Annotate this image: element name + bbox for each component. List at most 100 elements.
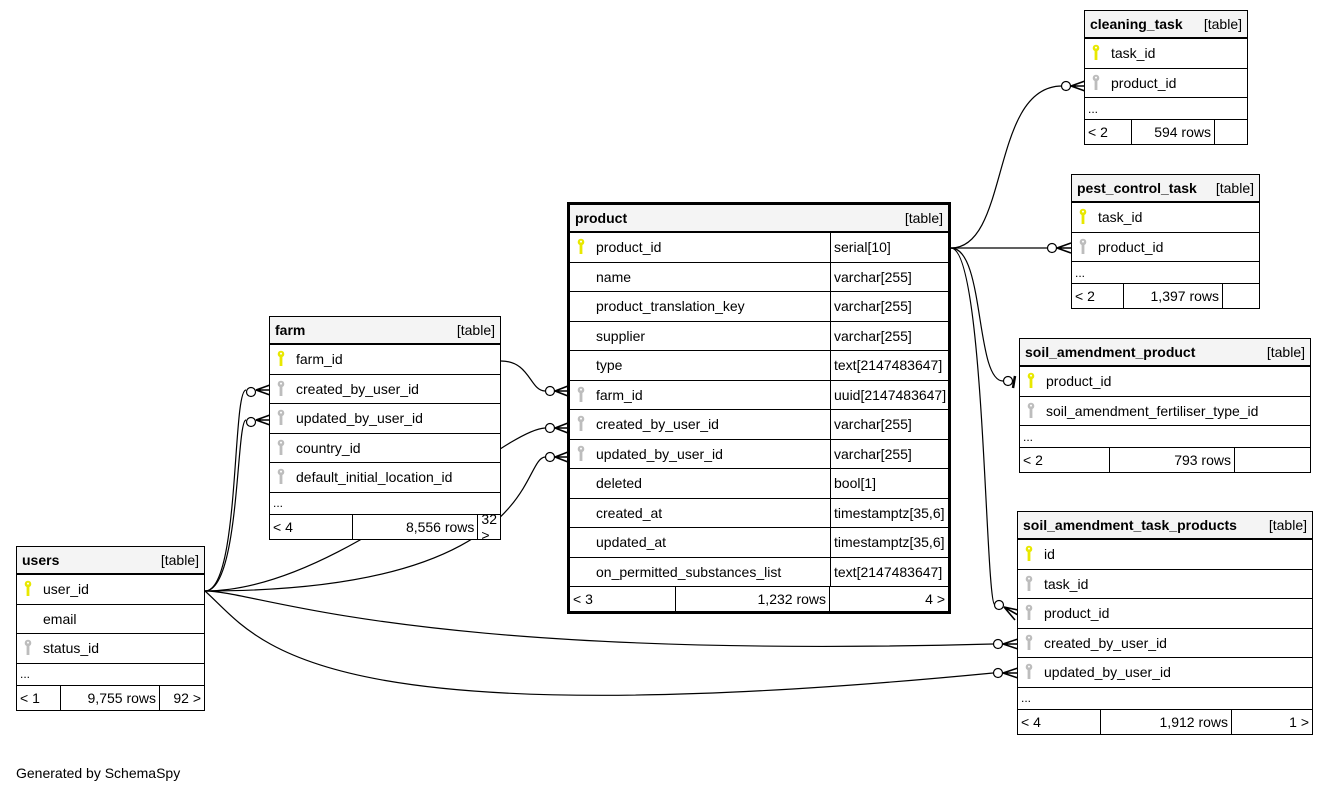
column-row[interactable]: email — [17, 605, 204, 634]
column-name[interactable]: product_id — [596, 239, 662, 256]
table-pest-control-task[interactable]: pest_control_task[table] task_id product_i… — [1071, 174, 1260, 309]
parents-count[interactable]: < 4 — [273, 518, 293, 535]
column-row[interactable]: product_id — [1018, 599, 1312, 629]
column-row[interactable]: updated_by_user_id — [270, 404, 500, 434]
table-header[interactable]: cleaning_task[table] — [1085, 11, 1247, 39]
column-row[interactable]: created_by_user_id — [270, 375, 500, 404]
column-name[interactable]: product_id — [1044, 605, 1110, 622]
column-name[interactable]: created_at — [596, 504, 663, 521]
column-name[interactable]: updated_at — [596, 534, 667, 551]
column-name[interactable]: type — [596, 357, 623, 374]
parents-count[interactable]: < 2 — [1088, 124, 1108, 140]
column-name[interactable]: product_translation_key — [596, 298, 745, 315]
table-name[interactable]: pest_control_task — [1077, 180, 1197, 196]
column-row[interactable]: product_id — [1085, 69, 1247, 98]
column-cell: farm_id — [270, 345, 500, 374]
column-name[interactable]: product_id — [1046, 373, 1112, 390]
column-name[interactable]: farm_id — [296, 351, 343, 368]
column-cell: task_id — [1085, 39, 1247, 68]
column-row[interactable]: task_id — [1085, 39, 1247, 69]
column-name[interactable]: deleted — [596, 475, 642, 492]
table-header[interactable]: product [table] — [570, 205, 948, 233]
table-name[interactable]: soil_amendment_task_products — [1023, 517, 1237, 533]
table-name[interactable]: product — [575, 210, 628, 226]
column-name[interactable]: on_permitted_substances_list — [596, 563, 782, 580]
column-name[interactable]: farm_id — [596, 386, 643, 403]
children-count[interactable] — [1215, 120, 1247, 144]
column-name[interactable]: soil_amendment_fertiliser_type_id — [1046, 402, 1259, 419]
column-row[interactable]: task_id — [1018, 570, 1312, 599]
column-name[interactable]: created_by_user_id — [296, 380, 419, 397]
column-name[interactable]: product_id — [1098, 238, 1164, 255]
table-name[interactable]: farm — [275, 322, 306, 338]
column-name[interactable]: task_id — [1111, 45, 1156, 62]
parents-count[interactable]: < 1 — [20, 689, 40, 706]
column-row[interactable]: created_by_user_id — [1018, 629, 1312, 658]
table-header[interactable]: soil_amendment_product[table] — [1020, 339, 1310, 367]
children-count[interactable]: 1 > — [1289, 713, 1309, 730]
column-name[interactable]: updated_by_user_id — [1044, 664, 1171, 681]
column-row[interactable]: updated_by_user_id — [1018, 658, 1312, 688]
column-row[interactable]: task_id — [1072, 203, 1259, 233]
column-row[interactable]: user_id — [17, 575, 204, 605]
column-name[interactable]: id — [1044, 546, 1055, 563]
children-count[interactable]: 92 > — [173, 689, 201, 706]
column-name[interactable]: status_id — [43, 640, 100, 657]
parents-count[interactable]: < 2 — [1075, 288, 1095, 304]
parents-count[interactable]: < 3 — [573, 591, 593, 607]
column-name[interactable]: default_initial_location_id — [296, 469, 453, 486]
column-name[interactable]: created_by_user_id — [596, 416, 719, 433]
children-count[interactable] — [1223, 284, 1259, 308]
children-count[interactable]: 32 > — [481, 510, 497, 543]
column-name[interactable]: supplier — [596, 327, 646, 344]
column-type: timestamptz[35,6] — [830, 498, 948, 527]
column-row[interactable]: default_initial_location_id — [270, 463, 500, 493]
table-name[interactable]: soil_amendment_product — [1025, 344, 1196, 360]
table-name[interactable]: users — [22, 552, 60, 568]
column-name[interactable]: email — [43, 610, 77, 627]
children-count[interactable] — [1235, 448, 1310, 472]
table-header[interactable]: soil_amendment_task_products[table] — [1018, 512, 1312, 540]
column-name[interactable]: updated_by_user_id — [296, 410, 423, 427]
column-name[interactable]: product_id — [1111, 74, 1177, 91]
column-name[interactable]: task_id — [1098, 209, 1143, 226]
parents-count[interactable]: < 2 — [1023, 452, 1043, 468]
table-name[interactable]: cleaning_task — [1090, 16, 1183, 32]
column-name[interactable]: task_id — [1044, 575, 1089, 592]
table-header[interactable]: users[table] — [17, 547, 204, 575]
column-name[interactable]: user_id — [43, 581, 89, 598]
column-name[interactable]: country_id — [296, 439, 361, 456]
column-name[interactable]: name — [596, 268, 632, 285]
table-header[interactable]: pest_control_task[table] — [1072, 175, 1259, 203]
column-row[interactable]: country_id — [270, 434, 500, 463]
column-row[interactable]: product_id — [1020, 367, 1310, 397]
table-soil-amendment-task-products[interactable]: soil_amendment_task_products[table]id tas… — [1017, 511, 1313, 735]
column-name[interactable]: created_by_user_id — [1044, 634, 1167, 651]
column-row[interactable]: id — [1018, 540, 1312, 570]
column-name[interactable]: updated_by_user_id — [596, 445, 723, 462]
children-count[interactable]: 4 > — [925, 591, 945, 607]
table-header[interactable]: farm[table] — [270, 317, 500, 345]
column-row[interactable]: product_id — [1072, 233, 1259, 262]
column-row[interactable]: soil_amendment_fertiliser_type_id — [1020, 397, 1310, 426]
column-row[interactable]: created_at timestamptz[35,6] — [570, 498, 948, 528]
parents-count[interactable]: < 4 — [1021, 713, 1041, 730]
column-row[interactable]: status_id — [17, 634, 204, 664]
column-row[interactable]: farm_id — [270, 345, 500, 375]
